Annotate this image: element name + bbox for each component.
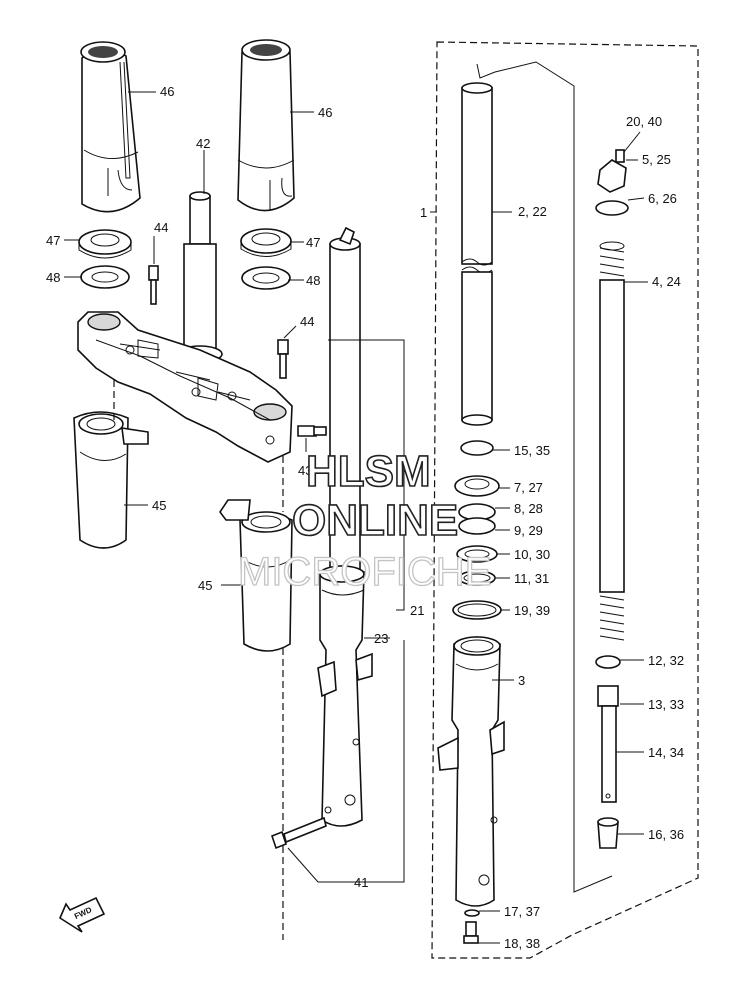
callout-11-31: 11, 31 xyxy=(514,571,549,586)
callout-4-24: 4, 24 xyxy=(652,274,681,289)
callout-21: 21 xyxy=(410,603,424,618)
callout-5-25: 5, 25 xyxy=(642,152,671,167)
watermark-line-1: HLSM xyxy=(306,447,431,496)
damper-rod-14 xyxy=(597,685,619,803)
fork-spring-4 xyxy=(599,241,625,641)
fwd-arrow-icon: FWD xyxy=(58,896,106,933)
bolt-44-right xyxy=(277,339,289,379)
outer-tube-45-right xyxy=(219,499,293,652)
callout-41: 41 xyxy=(354,875,368,890)
under-bracket xyxy=(77,311,293,463)
fork-cover-46-left xyxy=(80,41,141,213)
cap-bolt-5 xyxy=(597,149,627,193)
callout-47-right: 47 xyxy=(306,235,320,250)
callout-16-36: 16, 36 xyxy=(648,827,684,842)
bolt-18 xyxy=(463,921,479,944)
callout-23: 23 xyxy=(374,631,388,646)
callout-15-35: 15, 35 xyxy=(514,443,550,458)
watermark-line-2: ONLINE xyxy=(292,496,458,545)
callout-43: 43 xyxy=(298,463,312,478)
callout-14-34: 14, 34 xyxy=(648,745,684,760)
callout-8-28: 8, 28 xyxy=(514,501,543,516)
callout-2-22: 2, 22 xyxy=(518,204,547,219)
callout-17-37: 17, 37 xyxy=(504,904,540,919)
callout-12-32: 12, 32 xyxy=(648,653,684,668)
callout-47-left: 47 xyxy=(46,233,60,248)
assembly-1-boundary xyxy=(431,41,699,959)
callout-48-right: 48 xyxy=(306,273,320,288)
oil-seal-stack xyxy=(452,440,502,620)
taper-spindle-16 xyxy=(597,817,619,849)
callout-45-right: 45 xyxy=(198,578,212,593)
watermark-line-3: MICROFICHE xyxy=(238,550,491,594)
callout-20-40: 20, 40 xyxy=(626,114,662,129)
bolt-43 xyxy=(297,425,327,437)
washer-48-left xyxy=(80,265,130,289)
washer-48-right xyxy=(241,266,291,290)
callout-46-left: 46 xyxy=(160,84,174,99)
callout-19-39: 19, 39 xyxy=(514,603,550,618)
callout-6-26: 6, 26 xyxy=(648,191,677,206)
bolt-44-left xyxy=(148,265,159,305)
outer-tube-45-left xyxy=(73,411,149,549)
bolt-41 xyxy=(271,816,327,850)
outer-tube-3 xyxy=(437,636,505,907)
fork-cover-46-right xyxy=(237,39,295,212)
spacer-12 xyxy=(595,655,621,669)
inner-tube-2 xyxy=(461,82,493,426)
leader-lines xyxy=(64,91,648,944)
callout-9-29: 9, 29 xyxy=(514,523,543,538)
washer-17 xyxy=(464,909,480,917)
callout-18-38: 18, 38 xyxy=(504,936,540,951)
callout-46-right: 46 xyxy=(318,105,332,120)
callout-13-33: 13, 33 xyxy=(648,697,684,712)
watermark: HLSM ONLINE MICROFICHE xyxy=(237,446,492,594)
callout-45-left: 45 xyxy=(152,498,166,513)
bearing-47-left xyxy=(78,229,132,259)
callout-42: 42 xyxy=(196,136,210,151)
bearing-47-right xyxy=(240,228,292,257)
inner-tube-21 xyxy=(329,226,361,575)
assembly-1-inner-outline xyxy=(476,61,613,893)
callout-44-left: 44 xyxy=(154,220,168,235)
o-ring-6 xyxy=(595,200,629,216)
callout-7-27: 7, 27 xyxy=(514,480,543,495)
callout-1: 1 xyxy=(420,205,427,220)
outer-tube-23 xyxy=(317,565,373,827)
callout-labels: 46 46 42 47 47 48 48 44 44 43 45 45 1 2,… xyxy=(46,84,684,951)
callout-3: 3 xyxy=(518,673,525,688)
callout-44-right: 44 xyxy=(300,314,314,329)
callout-10-30: 10, 30 xyxy=(514,547,550,562)
callout-48-left: 48 xyxy=(46,270,60,285)
